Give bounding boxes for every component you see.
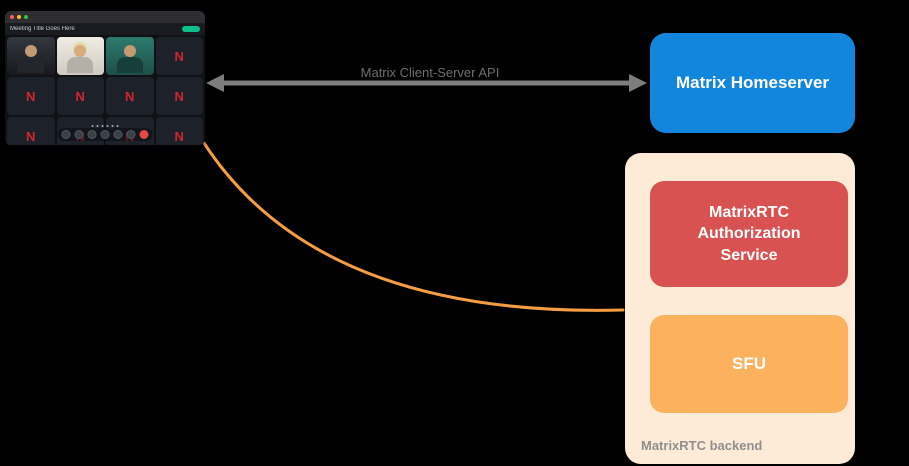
participant-video-tile[interactable] — [106, 37, 154, 75]
participant-avatar-tile[interactable]: N — [56, 77, 104, 115]
matrixrtc-backend-label: MatrixRTC backend — [641, 438, 763, 453]
participant-avatar-tile[interactable]: N — [155, 117, 203, 145]
avatar-letter: N — [174, 128, 184, 144]
avatar-letter: N — [26, 88, 36, 104]
mic-button[interactable] — [61, 130, 71, 139]
avatar-letter: N — [75, 88, 85, 104]
close-window-button[interactable] — [10, 15, 14, 19]
video-call-window: Meeting Title Goes Here NNNNNNNNN — [5, 11, 205, 145]
zoom-window-button[interactable] — [24, 15, 28, 19]
avatar-letter: N — [174, 48, 184, 64]
avatar-letter: N — [174, 88, 184, 104]
participants-button[interactable] — [100, 130, 110, 139]
more-button[interactable] — [126, 130, 136, 139]
meeting-title: Meeting Title Goes Here — [10, 26, 75, 32]
minimize-window-button[interactable] — [17, 15, 21, 19]
video-grid: NNNNNNNNN — [5, 35, 205, 145]
page-dot — [106, 125, 109, 127]
participant-avatar-tile[interactable]: N — [7, 117, 55, 145]
participant-avatar-tile[interactable]: N — [155, 77, 203, 115]
sfu-node: SFU — [650, 315, 848, 413]
hangup-button[interactable] — [139, 130, 149, 139]
call-app-header: Meeting Title Goes Here — [5, 23, 205, 35]
chat-button[interactable] — [113, 130, 123, 139]
matrix-homeserver-node: Matrix Homeserver — [650, 33, 855, 133]
page-dot — [111, 125, 114, 127]
arrowhead-left — [206, 74, 224, 92]
page-dot — [91, 125, 94, 127]
join-button[interactable] — [182, 26, 200, 32]
participant-avatar-tile[interactable]: N — [7, 77, 55, 115]
browser-chrome-bar — [5, 11, 205, 23]
participant-video-tile[interactable] — [7, 37, 55, 75]
participant-video-tile[interactable] — [56, 37, 104, 75]
grid-page-dots — [91, 125, 119, 127]
sfu-label: SFU — [732, 354, 766, 373]
client-server-api-label: Matrix Client-Server API — [360, 65, 500, 80]
participant-avatar-tile[interactable]: N — [155, 37, 203, 75]
arrowhead-right — [629, 74, 647, 92]
camera-button[interactable] — [74, 130, 84, 139]
matrix-homeserver-label: Matrix Homeserver — [675, 73, 830, 92]
call-toolbar — [57, 128, 153, 141]
call-to-backend-curve — [202, 141, 625, 312]
avatar-letter: N — [125, 88, 135, 104]
screenshare-button[interactable] — [87, 130, 97, 139]
matrixrtc-auth-service-label: MatrixRTC Authorization Service — [697, 203, 801, 264]
participant-avatar-tile[interactable]: N — [106, 77, 154, 115]
page-dot — [116, 125, 119, 127]
page-dot — [101, 125, 104, 127]
matrixrtc-auth-service-node: MatrixRTC Authorization Service — [650, 181, 848, 287]
page-dot — [96, 125, 99, 127]
avatar-letter: N — [26, 128, 36, 144]
